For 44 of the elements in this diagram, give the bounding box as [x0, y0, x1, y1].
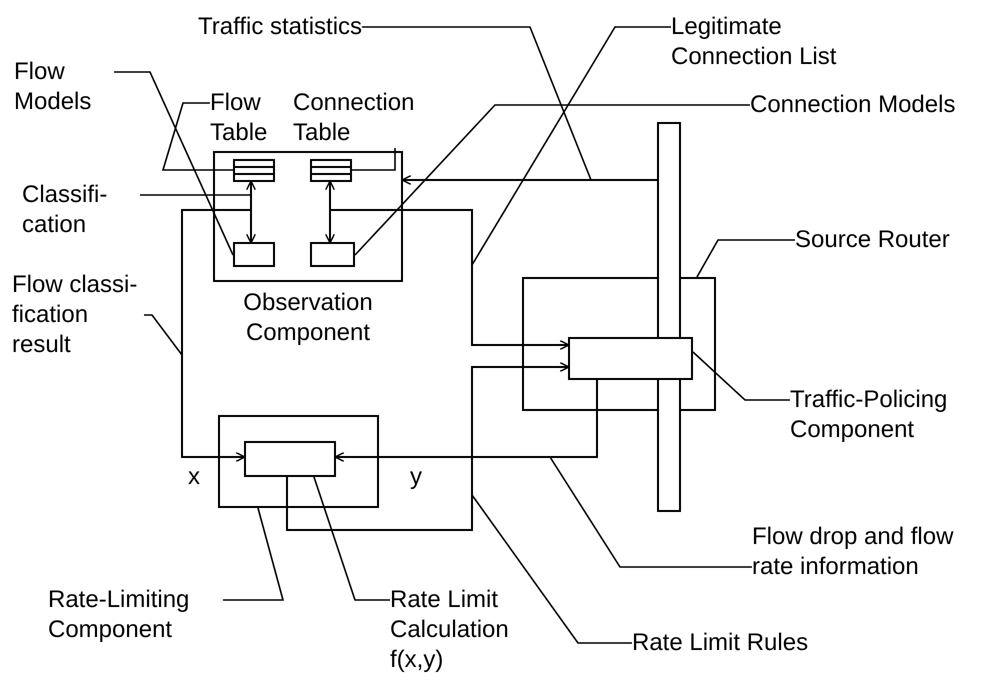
callout-label: Classifi- cation: [22, 180, 140, 240]
callout-label: Flow Models: [14, 57, 114, 117]
component-box: [233, 242, 275, 267]
leader-line: [352, 148, 396, 171]
leader-line: [471, 494, 632, 644]
callout-label: Source Router: [795, 225, 950, 255]
leader-line: [114, 71, 234, 256]
double-arrow: [324, 180, 336, 244]
leader-line: [313, 476, 390, 601]
leader-line: [362, 26, 592, 180]
component-box: [522, 277, 716, 411]
component-box: [244, 441, 336, 477]
leader-line: [471, 26, 671, 266]
leader-line: [692, 351, 790, 401]
callout-label: Connection Models: [750, 90, 956, 120]
callout-label: Traffic statistics: [198, 12, 362, 42]
leader-line: [162, 102, 233, 171]
leader-line: [144, 314, 183, 356]
component-box: [568, 337, 693, 380]
callout-label: Flow drop and flow rate information: [752, 522, 988, 582]
callout-label: Traffic-Policing Component: [790, 385, 990, 445]
arrow: [286, 362, 570, 531]
callout-label: Connection Table: [293, 88, 428, 148]
callout-label: Rate Limit Rules: [632, 628, 808, 658]
leader-line: [140, 194, 251, 196]
arrow: [334, 380, 598, 462]
component-box: [218, 415, 379, 508]
leader-line: [696, 239, 795, 278]
leader-line: [223, 508, 284, 601]
arrow: [401, 174, 657, 186]
arrow: [403, 209, 570, 350]
callout-label: Rate-Limiting Component: [48, 585, 223, 645]
table-icon: [310, 159, 352, 182]
callout-label: Flow classi- fication result: [12, 270, 144, 360]
callout-label: Legitimate Connection List: [671, 12, 866, 72]
double-arrow: [246, 180, 256, 244]
callout-label: Rate Limit Calculation f(x,y): [390, 585, 530, 675]
leader-line: [354, 104, 750, 256]
table-icon: [233, 159, 275, 182]
component-title: Observation Component: [243, 289, 373, 346]
leader-line: [549, 456, 752, 568]
callout-label: Flow Table: [210, 88, 290, 148]
component-box: [310, 242, 355, 267]
arrow: [181, 209, 246, 462]
